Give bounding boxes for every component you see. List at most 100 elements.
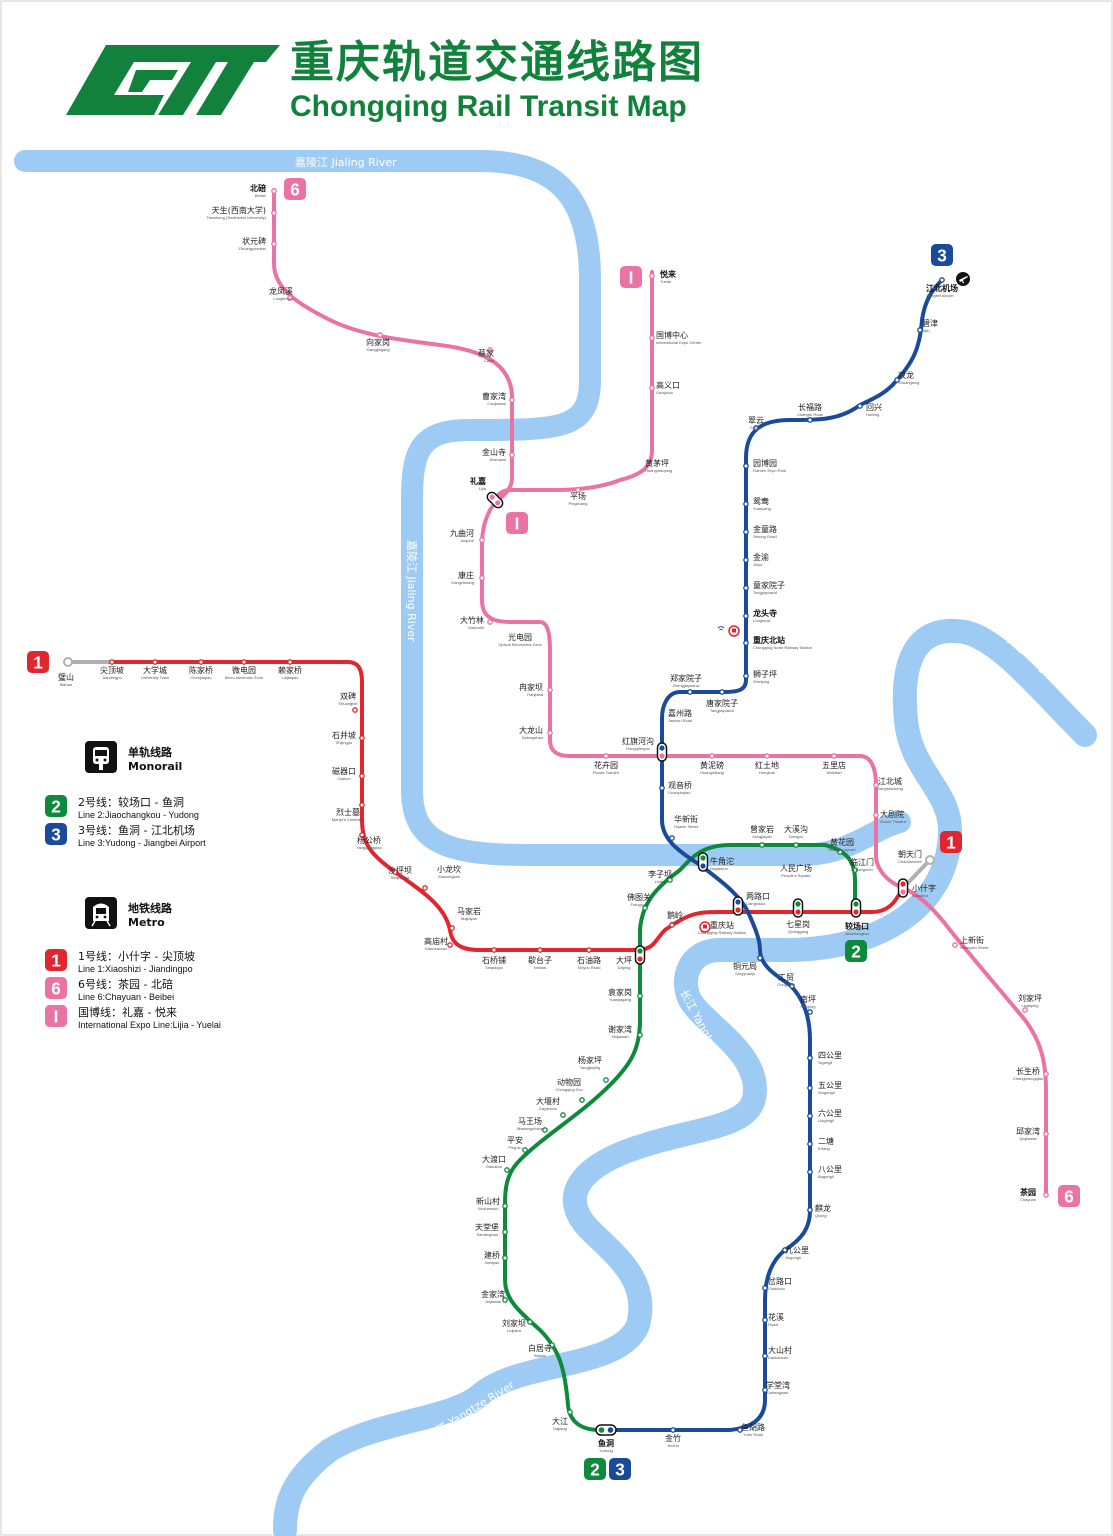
badge-line-2-jiaochangkou[interactable]: 2	[845, 940, 867, 962]
station-dot-qilong[interactable]	[807, 1207, 813, 1213]
interchange-lijia[interactable]	[485, 490, 504, 509]
station-dot-shiyou-road[interactable]	[586, 947, 592, 953]
station-dot-eling[interactable]	[669, 922, 675, 928]
station-dot-xinshancun[interactable]	[502, 1203, 508, 1209]
station-dot-chayuan[interactable]	[1043, 1192, 1049, 1198]
station-dot-guanyinqiao[interactable]	[659, 785, 665, 791]
station-dot-jintong-road[interactable]	[743, 529, 749, 535]
station-dot-zhuangyuanbei[interactable]	[271, 241, 277, 247]
interchange-daping[interactable]	[634, 945, 646, 965]
station-dot-jiandingpo[interactable]	[109, 659, 115, 665]
station-dot-dadukou[interactable]	[504, 1167, 510, 1173]
station-dot-nanping[interactable]	[807, 1009, 813, 1015]
badge-line-2-yudong[interactable]: 2	[584, 1458, 606, 1480]
station-dot-shapingba[interactable]	[392, 869, 398, 875]
station-dot-huaxin-street[interactable]	[669, 835, 675, 841]
station-dot-mawangchang[interactable]	[542, 1127, 548, 1133]
station-dot-yuhu-road[interactable]	[737, 1427, 743, 1433]
station-dot-shuangbei[interactable]	[352, 707, 358, 713]
station-dot-chongqing-north-railway-station[interactable]	[743, 640, 749, 646]
station-dot-changshengqiao[interactable]	[1043, 1071, 1049, 1077]
station-dot-liujiaba[interactable]	[527, 1319, 533, 1325]
station-dot-tiantangbao[interactable]	[502, 1229, 508, 1235]
badge-line-1-east[interactable]: 1	[940, 831, 962, 853]
line-2-path[interactable]	[503, 843, 857, 1432]
badge-line-3-yudong[interactable]: 3	[609, 1458, 631, 1480]
station-dot-longfengxi[interactable]	[287, 295, 293, 301]
station-dot-jinzhu[interactable]	[670, 1427, 676, 1433]
station-dot-xietaizi[interactable]	[537, 947, 543, 953]
station-dot-bagongli[interactable]	[807, 1169, 813, 1175]
interchange-lianglukou[interactable]	[732, 896, 744, 916]
badge-line-expo-lijia[interactable]: I	[506, 512, 528, 534]
station-dot-jiuquhe[interactable]	[479, 537, 485, 543]
station-dot-qiujiawan[interactable]	[1043, 1131, 1049, 1137]
station-dot-daxigou[interactable]	[793, 842, 799, 848]
station-dot-changfu-road[interactable]	[807, 417, 813, 423]
station-dot-xiaolongkan[interactable]	[422, 885, 428, 891]
station-dot-micro-electronic-zone[interactable]	[241, 659, 247, 665]
legend-badge-i[interactable]: I	[45, 1005, 67, 1027]
station-dot-flower-garden[interactable]	[603, 753, 609, 759]
station-dot-jianqiao[interactable]	[502, 1255, 508, 1261]
badge-line-6-chayuan[interactable]: 6	[1058, 1185, 1080, 1207]
station-dot-hongtudi[interactable]	[764, 753, 770, 759]
station-dot-shuanglong[interactable]	[894, 377, 900, 383]
station-dot-jinshansi[interactable]	[509, 452, 515, 458]
station-dot-dashancun[interactable]	[762, 1353, 768, 1359]
station-dot-huixing[interactable]	[857, 403, 863, 409]
station-dot-huangnibang[interactable]	[709, 753, 715, 759]
interchange-xiaoshizi[interactable]	[897, 878, 909, 898]
station-dot-linjiangmen[interactable]	[852, 867, 858, 873]
station-dot-liugongli[interactable]	[807, 1113, 813, 1119]
